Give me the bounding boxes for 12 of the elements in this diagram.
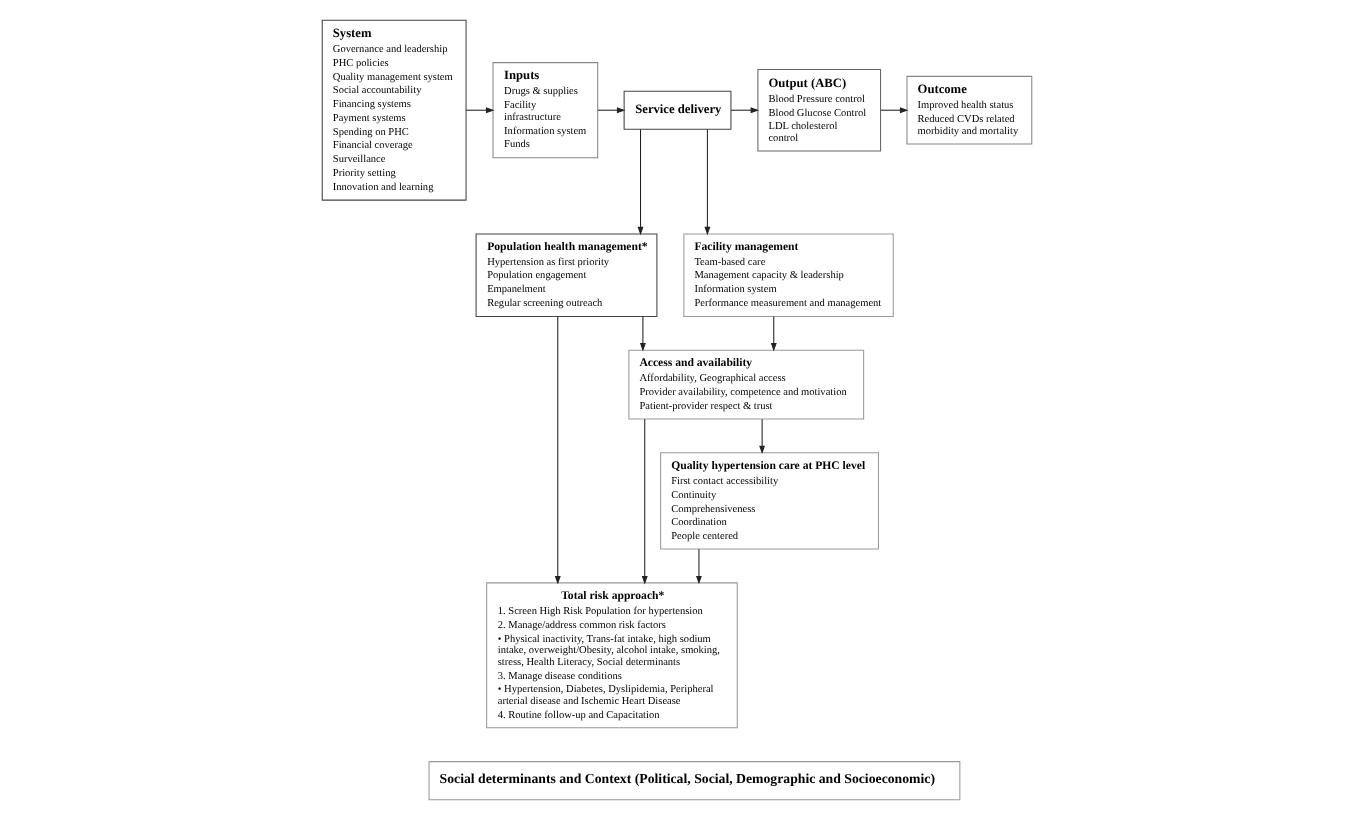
arrow (639, 316, 646, 352)
arrow (704, 128, 711, 236)
arrow (637, 128, 644, 236)
arrow (880, 107, 909, 114)
arrow (730, 107, 760, 114)
arrow (770, 316, 777, 352)
arrow (641, 418, 648, 585)
arrow (465, 107, 495, 114)
arrow (597, 107, 626, 114)
arrow (695, 548, 702, 585)
arrow (554, 316, 561, 585)
arrow (759, 418, 766, 455)
